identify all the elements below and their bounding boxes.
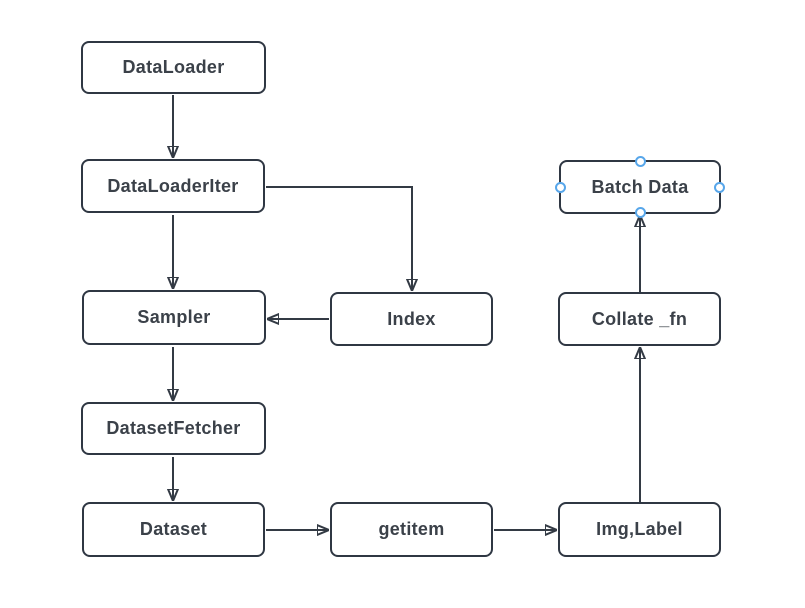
edge-dataloaderiter-to-index[interactable] [266, 186, 412, 290]
node-imglabel[interactable]: Img,Label [558, 502, 721, 557]
node-dataloaderiter[interactable]: DataLoaderIter [81, 159, 265, 213]
node-dataset-label: Dataset [139, 519, 208, 539]
node-index-label: Index [387, 308, 436, 329]
node-dataloader[interactable]: DataLoader [81, 41, 266, 94]
node-dataloader-label: DataLoader [122, 57, 225, 77]
node-sampler[interactable]: Sampler [82, 290, 266, 345]
node-dataloaderiter-label: DataLoaderIter [107, 175, 239, 196]
node-datasetfetcher-label: DatasetFetcher [106, 418, 241, 438]
node-imglabel-label: Img,Label [596, 519, 683, 539]
node-index[interactable]: Index [330, 292, 493, 346]
selection-handle-bottom[interactable] [634, 207, 646, 218]
node-batchdata[interactable]: Batch Data [555, 156, 725, 218]
node-datasetfetcher[interactable]: DatasetFetcher [81, 402, 266, 455]
node-getitem[interactable]: getitem [330, 502, 493, 557]
node-sampler-label: Sampler [137, 307, 211, 327]
selection-handle-left[interactable] [555, 181, 566, 193]
selection-handle-right[interactable] [714, 181, 725, 193]
node-collatefn[interactable]: Collate _fn [558, 292, 721, 346]
selection-handle-top[interactable] [634, 156, 646, 167]
node-getitem-label: getitem [378, 519, 445, 539]
node-collatefn-label: Collate _fn [591, 308, 688, 329]
node-batchdata-label: Batch Data [591, 176, 689, 197]
node-dataset[interactable]: Dataset [82, 502, 265, 557]
